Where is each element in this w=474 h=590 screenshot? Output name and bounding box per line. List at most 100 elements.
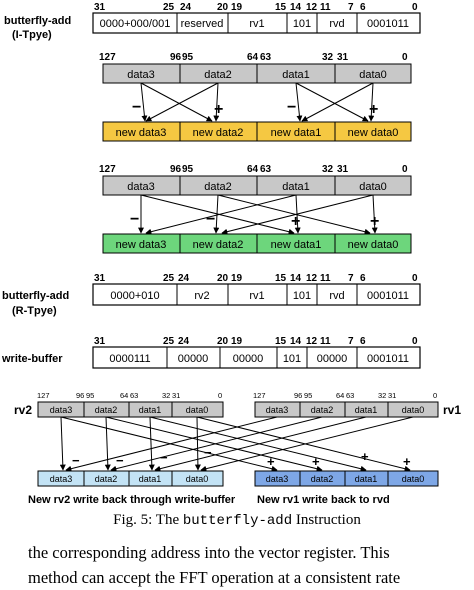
- i-type-fields: 0000+000/001 reserved rv1 101 rvd 000101…: [92, 12, 421, 34]
- field-funct3: 101: [293, 290, 311, 302]
- bit-label: 31: [94, 2, 106, 13]
- input-data3: data3: [127, 69, 155, 81]
- plus-sign: +: [361, 449, 369, 464]
- plus-sign: +: [214, 101, 223, 118]
- bit-label: 95: [182, 52, 194, 63]
- block3-left-inputs: data3 data2 data1 data0: [37, 401, 224, 418]
- bit-label: 24: [178, 273, 190, 284]
- bit-label: 12: [306, 2, 318, 13]
- bit-label: 64: [120, 391, 128, 400]
- rv1-data3: data3: [266, 405, 289, 415]
- block1-outputs: new data3 new data2 new data1 new data0: [102, 121, 412, 142]
- bit-label: 19: [231, 336, 243, 347]
- input-data0: data0: [359, 69, 387, 81]
- block3-right-inputs: data3 data2 data1 data0: [254, 401, 439, 418]
- rv2-data3: data3: [50, 405, 73, 415]
- butterfly-block-2: 127 96 95 64 63 32 31 0 data3 data2 data…: [99, 164, 412, 254]
- bit-label: 31: [94, 336, 106, 347]
- field-rs1: 00000: [233, 353, 264, 365]
- block1-inputs: data3 data2 data1 data0: [102, 63, 412, 84]
- output-new-data2: new data2: [193, 239, 244, 251]
- bit-label: 25: [163, 273, 175, 284]
- write-buffer-title: write-buffer: [1, 353, 63, 365]
- bit-label: 0: [402, 164, 408, 175]
- bit-label: 20: [217, 273, 229, 284]
- bit-label: 32: [162, 391, 170, 400]
- input-data3: data3: [127, 181, 155, 193]
- new-rv2-data2: data2: [95, 474, 118, 484]
- block1-signs: − + − +: [132, 99, 378, 118]
- field-funct3: 101: [283, 353, 301, 365]
- field-rv1: rv1: [249, 18, 264, 30]
- block3-right-outputs: data3 data2 data1 data0: [254, 470, 439, 487]
- new-rv1-data3: data3: [266, 474, 289, 484]
- rv2-data2: data2: [95, 405, 118, 415]
- figure-caption: Fig. 5: The butterfly-add Instruction: [0, 512, 474, 529]
- bit-label: 63: [260, 52, 272, 63]
- minus-sign: −: [130, 211, 139, 228]
- rv2-label: rv2: [14, 403, 32, 417]
- bit-label: 25: [163, 336, 175, 347]
- butterfly-add-figure: butterfly-add (I-Tpye) 31 25 24 20 19 15…: [1, 2, 461, 506]
- bit-label: 20: [217, 336, 229, 347]
- bit-label: 0: [412, 336, 418, 347]
- i-type-subtitle: (I-Tpye): [12, 29, 52, 41]
- bit-label: 7: [348, 2, 354, 13]
- caption-prefix: Fig. 5: The: [113, 512, 180, 528]
- block3-right-bit-labels: 127 96 95 64 63 32 31 0: [253, 391, 437, 400]
- bit-label: 96: [294, 391, 302, 400]
- minus-sign: −: [72, 453, 80, 468]
- butterfly-block-3: rv2 rv1 127 96 95 64 63 32 31 0 127 96 9…: [14, 391, 461, 506]
- rv2-data0: data0: [186, 405, 209, 415]
- output-new-data0: new data0: [348, 127, 399, 139]
- output-new-data1: new data1: [271, 239, 322, 251]
- bit-label: 20: [217, 2, 229, 13]
- field-opcode: 0001011: [367, 353, 409, 365]
- bit-label: 95: [86, 391, 94, 400]
- caption-suffix: Instruction: [295, 512, 361, 528]
- plus-sign: +: [369, 101, 378, 118]
- r-type-subtitle: (R-Tpye): [12, 305, 57, 317]
- bit-label: 11: [320, 273, 331, 284]
- bit-label: 64: [247, 52, 259, 63]
- plus-sign: +: [312, 454, 320, 469]
- body-paragraph: the corresponding address into the vecto…: [28, 540, 474, 590]
- bit-label: 15: [275, 273, 287, 284]
- bit-label: 31: [172, 391, 180, 400]
- block3-arrows: [59, 416, 414, 472]
- bit-label: 96: [170, 52, 182, 63]
- minus-sign: −: [287, 99, 296, 116]
- output-new-data0: new data0: [348, 239, 399, 251]
- new-rv1-data0: data0: [402, 474, 425, 484]
- block1-arrows: [140, 82, 375, 122]
- output-new-data1: new data1: [271, 127, 322, 139]
- block2-arrows: [138, 194, 378, 235]
- bit-label: 31: [337, 164, 349, 175]
- bit-label: 95: [304, 391, 312, 400]
- block1-bit-labels: 127 96 95 64 63 32 31 0: [99, 52, 408, 63]
- r-type-fields: 0000+010 rv2 rv1 101 rvd 0001011: [92, 283, 421, 306]
- bit-label: 0: [402, 52, 408, 63]
- bit-label: 7: [348, 273, 354, 284]
- bit-label: 127: [99, 52, 116, 63]
- field-rv1: rv1: [249, 290, 264, 302]
- write-buffer-fields: 0000111 00000 00000 101 00000 0001011: [92, 346, 421, 369]
- body-line: the corresponding address into the vecto…: [28, 543, 390, 562]
- bit-label: 0: [412, 273, 418, 284]
- bit-label: 15: [275, 2, 287, 13]
- field-opcode: 0001011: [367, 290, 409, 302]
- bit-label: 25: [163, 2, 175, 13]
- block2-signs: − − + +: [130, 211, 379, 230]
- caption-code: butterfly-add: [182, 513, 293, 529]
- bit-label: 32: [322, 52, 334, 63]
- write-buffer-bit-labels: 31 25 24 20 19 15 14 12 11 7 6 0: [94, 336, 418, 347]
- r-type-bit-labels: 31 25 24 20 19 15 14 12 11 7 6 0: [94, 273, 418, 284]
- bit-label: 96: [170, 164, 182, 175]
- bit-label: 127: [253, 391, 266, 400]
- bit-label: 7: [348, 336, 354, 347]
- minus-sign: −: [160, 450, 168, 465]
- bit-label: 32: [378, 391, 386, 400]
- plus-sign: +: [267, 454, 275, 469]
- rv2-data1: data1: [139, 405, 162, 415]
- bit-label: 19: [231, 2, 243, 13]
